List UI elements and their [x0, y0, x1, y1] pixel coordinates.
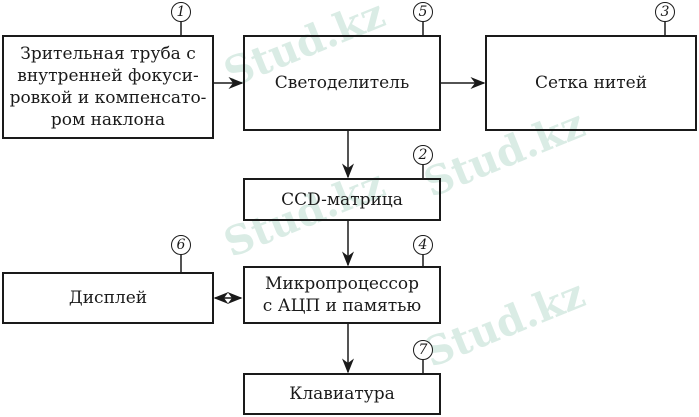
number-badge: 1 [171, 2, 191, 22]
line: Микропроцессор [264, 274, 420, 294]
line: ром наклона [50, 110, 166, 130]
block-microprocessor: Микропроцессор с АЦП и памятью [243, 266, 441, 324]
block-telescope: Зрительная труба с внутренней фокуси- ро… [2, 35, 214, 139]
block-ccd: CCD-матрица [243, 178, 441, 221]
number-badge: 5 [413, 2, 433, 22]
number-badge: 2 [413, 145, 433, 165]
line: Зрительная труба с [20, 44, 196, 64]
number-badge: 3 [655, 2, 675, 22]
line: с АЦП и памятью [262, 296, 422, 316]
block-display: Дисплей [2, 272, 214, 324]
line: внутренней фокуси- [17, 66, 199, 86]
block-keyboard: Клавиатура [243, 373, 441, 415]
number-badge: 6 [171, 235, 191, 255]
number-badge: 4 [413, 235, 433, 255]
number-badge: 7 [413, 340, 433, 360]
block-reticle: Сетка нитей [485, 35, 697, 131]
block-beam-splitter: Светоделитель [243, 35, 441, 131]
line: ровкой и компенсато- [9, 88, 207, 108]
